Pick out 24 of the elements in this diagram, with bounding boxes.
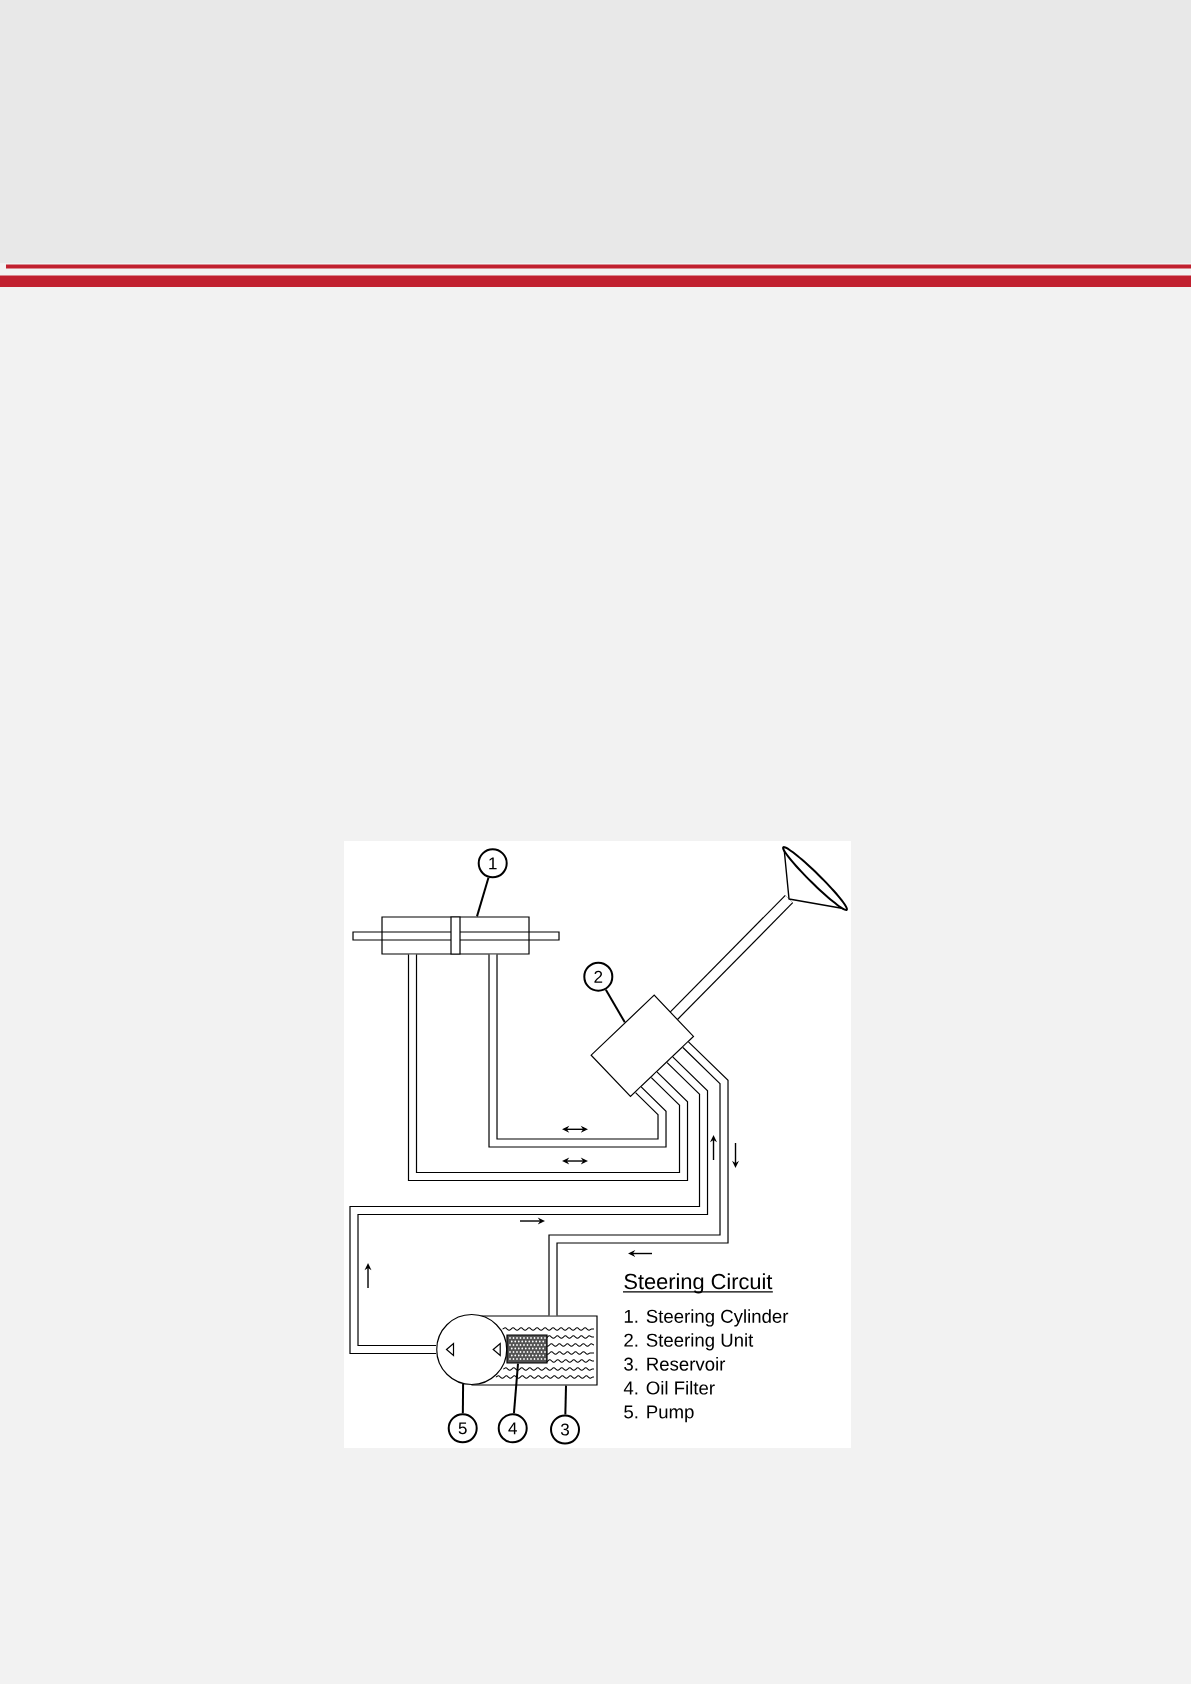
key-entry: 5. Pump [624,1405,694,1423]
key-entry: 2. Steering Unit [624,1333,754,1351]
callout-number: 5 [447,1413,478,1444]
key-entry: 1. Steering Cylinder [624,1309,789,1327]
hydraulic-line [407,954,689,1182]
hydraulic-line [349,1056,709,1355]
key-title: Steering Circuit [622,1273,774,1294]
oil-filter [506,1334,548,1364]
leader-line [604,988,626,1024]
leader-line [461,1383,465,1415]
callout-number: 4 [497,1413,528,1444]
key-entry: 3. Reservoir [624,1357,726,1371]
callout-number: 1 [477,848,508,879]
hydraulic-line [488,954,667,1148]
pump-symbol [436,1313,508,1386]
callout-number: 2 [583,961,614,992]
leader-line [476,876,490,918]
hydraulic-line [548,1041,729,1316]
callout-number: 3 [550,1414,580,1445]
leader-line [564,1384,567,1416]
steering-unit [590,994,695,1098]
leader-line [512,1362,519,1415]
key-entry: 4. Oil Filter [623,1380,715,1395]
steering-cylinder [352,916,560,955]
